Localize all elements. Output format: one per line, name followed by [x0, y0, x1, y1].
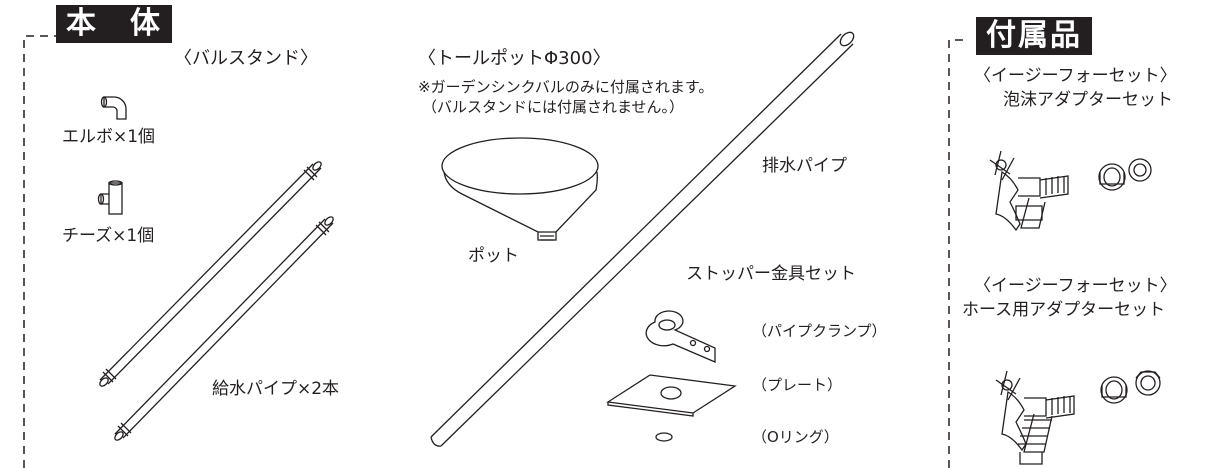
supply-pipe-icon-2	[114, 216, 334, 441]
supply-pipe-icon-1	[99, 161, 322, 387]
plate-label: （プレート）	[752, 376, 843, 394]
pipe-clamp-icon	[645, 310, 716, 363]
pipe-clamp-label: （パイプクランプ）	[752, 322, 887, 340]
pot-note-2: （バルスタンドには付属されません。）	[422, 98, 685, 116]
drain-pipe-label: 排水パイプ	[762, 156, 847, 176]
o-ring-label: （Oリング）	[752, 428, 839, 446]
hose-adapter-set-label: ホース用アダプターセット	[962, 300, 1166, 320]
main-dashed-frame	[23, 35, 64, 468]
pot-label: ポット	[468, 246, 519, 266]
faucet-foam-adapter-icon	[989, 150, 1152, 232]
easy-faucet-label-2: 〈イージーフォーセット〉	[974, 276, 1177, 296]
drain-pipe-icon	[430, 31, 855, 447]
accessories-badge: 付属品	[976, 17, 1092, 55]
plate-icon	[606, 374, 737, 417]
main-badge: 本 体	[56, 5, 172, 43]
valve-stand-label: 〈バルスタンド〉	[174, 48, 318, 69]
pot-icon	[441, 137, 599, 241]
elbow-label: エルボ×1個	[62, 127, 156, 147]
supply-pipe-label: 給水パイプ×2本	[212, 379, 340, 399]
accessories-dashed-frame	[948, 39, 966, 468]
elbow-icon	[100, 96, 127, 120]
stopper-set-label: ストッパー金具セット	[686, 264, 856, 284]
o-ring-icon	[655, 432, 673, 442]
tee-label: チーズ×1個	[62, 226, 155, 246]
faucet-hose-adapter-icon	[995, 370, 1161, 465]
tee-icon	[97, 180, 123, 215]
foam-adapter-set-label: 泡沫アダプターセット	[1003, 90, 1173, 110]
pot-note-1: ※ガーデンシンクバルのみに付属されます。	[418, 78, 714, 96]
pot-title: 〈トールポットΦ300〉	[418, 48, 611, 69]
easy-faucet-label-1: 〈イージーフォーセット〉	[974, 66, 1177, 86]
